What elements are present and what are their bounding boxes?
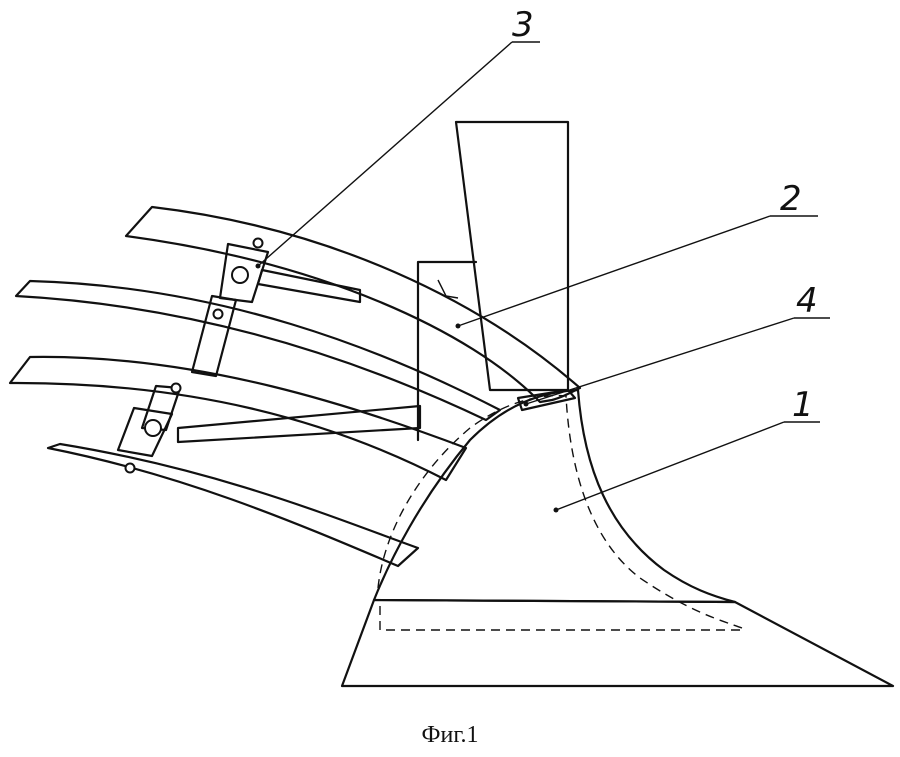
leader-lines: [255, 41, 830, 513]
hole-4: [170, 382, 182, 394]
bar-fourth: [46, 442, 420, 568]
bar-third: [8, 355, 468, 482]
bolt-holes: [124, 237, 264, 474]
figure-caption: Фиг.1: [421, 722, 479, 748]
callout-1: 1: [792, 385, 814, 425]
mouldboard-bars: [8, 205, 582, 568]
hole-1: [252, 237, 264, 249]
mouldboard-body: [340, 388, 895, 688]
callout-3: 3: [512, 5, 534, 45]
callout-4: 4: [796, 281, 818, 321]
callout-2: 2: [780, 179, 802, 219]
bar-second: [14, 279, 502, 422]
hole-2: [231, 266, 249, 284]
hole-3: [212, 308, 224, 320]
rear-bracket: [416, 260, 478, 442]
hole-6: [124, 462, 136, 474]
hole-5: [144, 419, 162, 437]
